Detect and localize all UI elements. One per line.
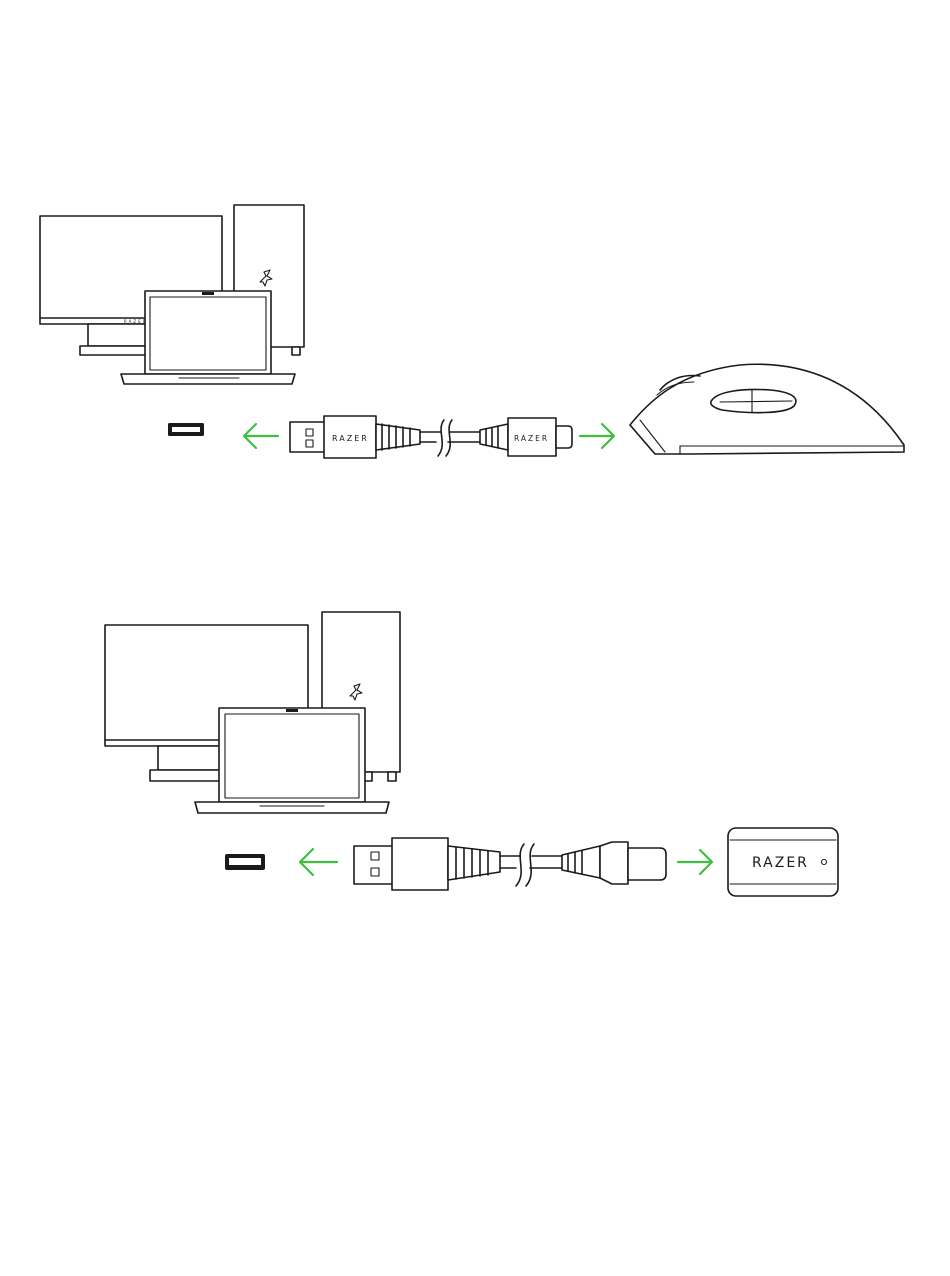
diagram-2-dongle-connection: RAZER [105, 612, 838, 896]
usb-cable-icon: RAZER RAZER [290, 416, 572, 458]
cable-usb-c-brand: RAZER [514, 434, 549, 443]
laptop-icon [195, 708, 389, 813]
arrow-right-icon [580, 424, 614, 448]
usb-a-port-icon [168, 423, 204, 436]
pc-setup-icon: RAZER [40, 205, 304, 384]
usb-a-port-icon [225, 854, 265, 870]
laptop-icon [121, 291, 295, 384]
diagram-1-mouse-connection: RAZER [40, 205, 904, 458]
pc-setup-icon [105, 612, 400, 813]
usb-cable-icon [354, 838, 666, 890]
arrow-left-icon [300, 849, 337, 875]
dongle-brand: RAZER [752, 855, 809, 871]
arrow-right-icon [678, 850, 712, 874]
wireless-dongle-icon: RAZER [728, 828, 838, 896]
gaming-mouse-icon [630, 364, 904, 454]
arrow-left-icon [244, 424, 278, 448]
cable-usb-a-brand: RAZER [332, 434, 369, 443]
